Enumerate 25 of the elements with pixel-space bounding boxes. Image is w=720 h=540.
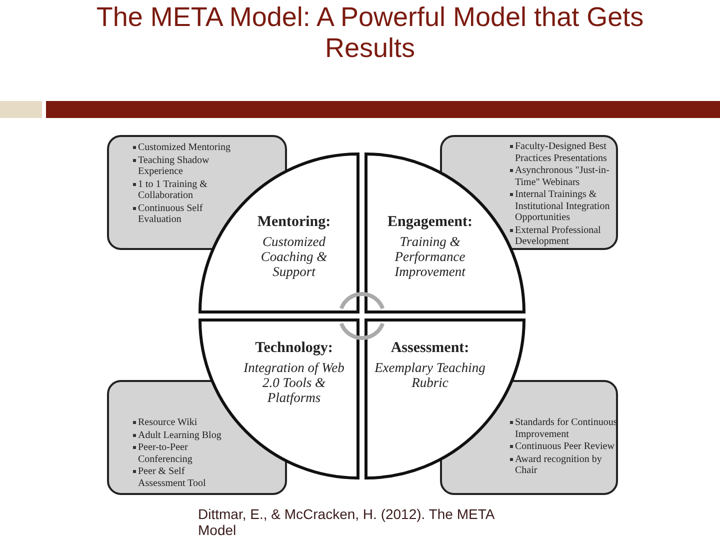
bullet-text: Continuous Self Evaluation [138, 202, 203, 225]
quadrant-description: Integration of Web 2.0 Tools & Platforms [242, 360, 346, 405]
bullet-text: Standards for Continuous Improvement [515, 417, 618, 440]
bullet-text: Peer & Self Assessment Tool [138, 466, 206, 488]
bullet-text: Internal Trainings & Institutional Integration Opportunities [515, 189, 610, 223]
bullet-text: 1 to 1 Training & Collaboration [138, 178, 208, 201]
citation-text: Dittmar, E., & McCracken, H. (2012). The META Model [198, 506, 496, 538]
quadrant-heading: Engagement: [386, 214, 474, 231]
quadrant-description: Exemplary Teaching Rubric [374, 360, 486, 390]
bullet-text: Teaching Shadow Experience [138, 154, 210, 177]
slide-title: The META Model: A Powerful Model that Gets Results [95, 2, 645, 64]
bullet-text: Peer-to-Peer Conferencing [138, 442, 192, 464]
quadrant-heading: Mentoring: [256, 214, 332, 231]
bullet-text: Adult Learning Blog [138, 430, 222, 440]
bullet-text: Continuous Peer Review [515, 441, 614, 452]
quadrant-description: Customized Coaching & Support [260, 234, 328, 279]
bullet-text: Customized Mentoring [138, 142, 230, 153]
bullet-text: Faculty-Designed Best Practices Presentations [515, 141, 607, 164]
bullet-text: Resource Wiki [138, 417, 198, 428]
quadrant-description: Training & Performance Improvement [394, 234, 466, 279]
quadrant-heading: Technology: [254, 340, 334, 357]
bullet-text: Award recognition by Chair [515, 454, 602, 476]
quadrant-heading: Assessment: [390, 340, 470, 357]
bullet-text: External Professional Development [515, 224, 601, 247]
bullet-text: Asynchronous "Just-in-Time" Webinars [515, 165, 610, 188]
